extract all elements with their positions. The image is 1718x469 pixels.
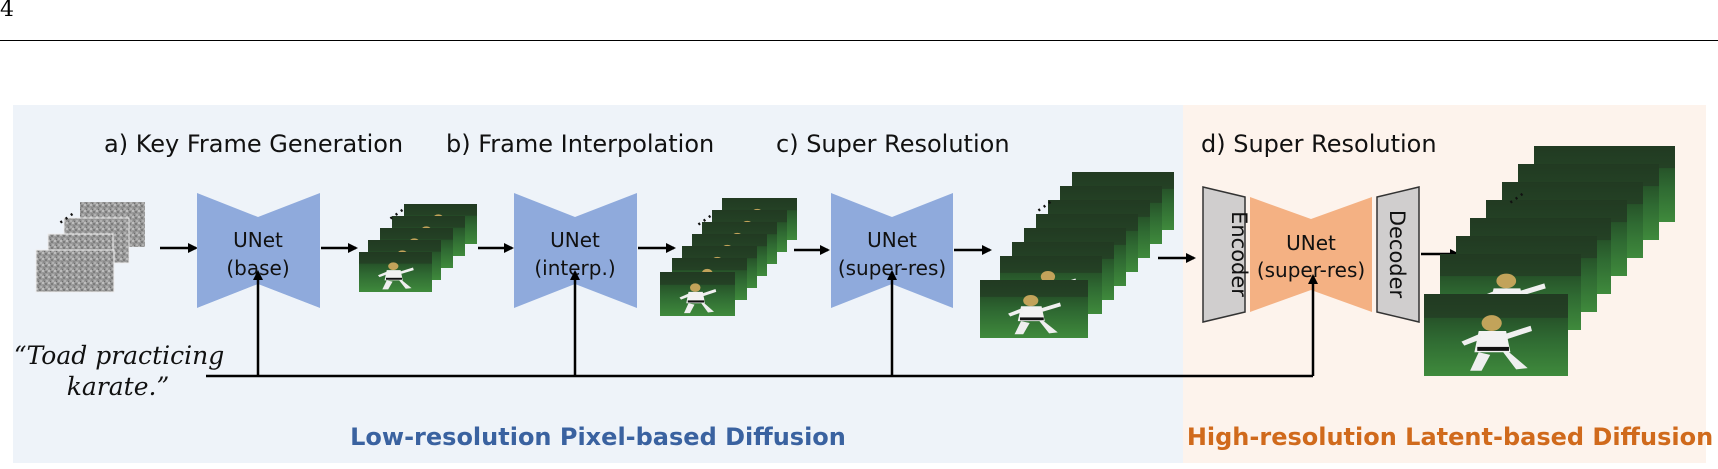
stage-a-title: a) Key Frame Generation xyxy=(104,130,403,158)
stage-c-title: c) Super Resolution xyxy=(776,130,1010,158)
text-prompt-line1: “Toad practicing xyxy=(14,341,224,370)
noise-frames-stack xyxy=(35,202,145,293)
unet-superres-latent-label-line1: UNet xyxy=(1286,231,1336,255)
pixel-diffusion-label: Low-resolution Pixel-based Diffusion xyxy=(350,423,846,451)
unet-superres-pixel-shape xyxy=(831,193,953,308)
text-prompt-line2: karate.” xyxy=(67,372,169,401)
decoder-label: Decoder xyxy=(1385,210,1409,299)
stage-d-title: d) Super Resolution xyxy=(1201,130,1437,158)
unet-superres-pixel-label-line1: UNet xyxy=(867,228,917,252)
encoder-label: Encoder xyxy=(1227,211,1251,297)
encoder-shape xyxy=(1202,186,1246,323)
conditioning-lines xyxy=(206,270,1318,378)
page-number: 4 xyxy=(0,0,14,22)
unet-base-label-line1: UNet xyxy=(233,228,283,252)
unet-interp-label-line1: UNet xyxy=(550,228,600,252)
decoder-shape xyxy=(1376,186,1420,323)
latent-diffusion-label: High-resolution Latent-based Diffusion xyxy=(1187,423,1713,451)
unet-interp-shape xyxy=(514,193,637,308)
header-rule xyxy=(0,40,1718,41)
stage-b-title: b) Frame Interpolation xyxy=(446,130,714,158)
unet-superres-latent-label-line2: (super-res) xyxy=(1257,258,1365,282)
unet-superres-latent-shape xyxy=(1250,197,1372,312)
